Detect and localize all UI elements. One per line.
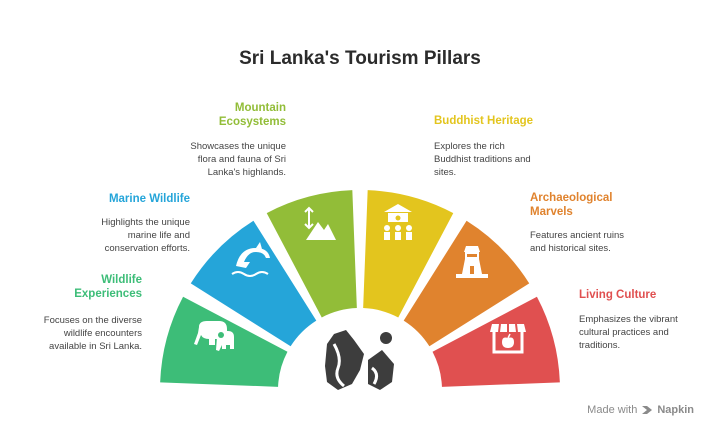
page-title: Sri Lanka's Tourism Pillars xyxy=(239,48,481,69)
credit-made-with: Made with xyxy=(587,404,638,416)
pillar-desc-living-culture: Emphasizes the vibrant cultural practice… xyxy=(579,314,678,351)
pillar-segment-5 xyxy=(432,296,560,387)
pillar-desc-marine-wildlife: Highlights the unique marine life and co… xyxy=(101,217,190,254)
napkin-credit[interactable]: Made with Napkin xyxy=(587,404,694,416)
pillar-desc-archaeological-marvels: Features ancient ruins and historical si… xyxy=(530,230,624,254)
sri-lanka-map-icon xyxy=(325,330,394,390)
pillar-label-marine-wildlife: Marine Wildlife xyxy=(108,193,190,205)
pillar-segment-2 xyxy=(266,190,357,318)
pillar-segment-4 xyxy=(403,220,530,347)
lighthouse-icon xyxy=(456,246,488,278)
market-stall-icon xyxy=(490,323,526,354)
center-hub xyxy=(290,320,430,390)
pillar-label-mountain-ecosystems: Mountain Ecosystems xyxy=(218,102,286,128)
temple-icon xyxy=(384,204,412,240)
dolphin-icon xyxy=(231,242,270,277)
elephant-icon xyxy=(194,321,234,351)
napkin-logo-icon xyxy=(642,406,653,414)
pillar-label-wildlife-experiences: Wildlife Experiences xyxy=(74,274,142,300)
credit-brand: Napkin xyxy=(657,404,694,416)
pillar-segment-1 xyxy=(190,220,317,347)
pillar-desc-buddhist-heritage: Explores the rich Buddhist traditions an… xyxy=(434,141,531,178)
pillar-desc-mountain-ecosystems: Showcases the unique flora and fauna of … xyxy=(190,141,286,178)
pillar-label-archaeological-marvels: Archaeological Marvels xyxy=(530,192,613,218)
pillar-segment-3 xyxy=(363,190,454,318)
mountain-icon xyxy=(304,206,336,240)
pillar-desc-wildlife-experiences: Focuses on the diverse wildlife encounte… xyxy=(43,315,142,352)
pillar-label-buddhist-heritage: Buddhist Heritage xyxy=(434,115,534,127)
pillar-segments xyxy=(160,190,560,387)
pillar-label-living-culture: Living Culture xyxy=(579,289,657,301)
